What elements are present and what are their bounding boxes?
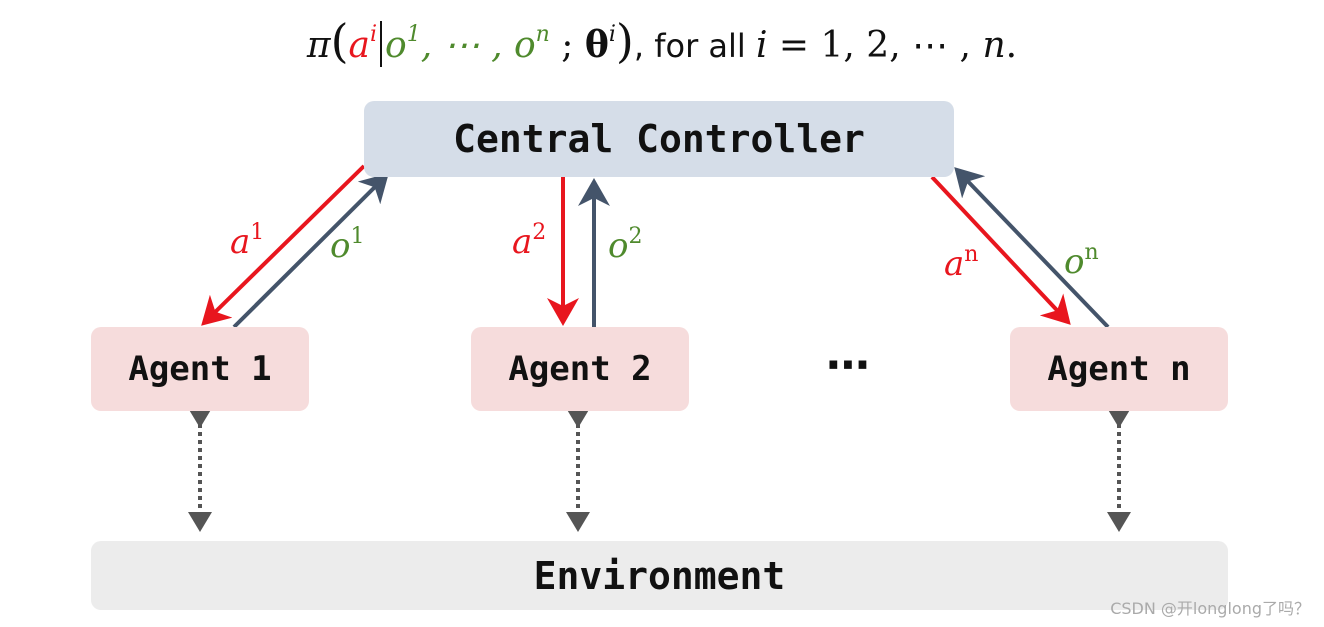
observation-arrow-agent-n (954, 167, 1110, 329)
formula-close-paren: ) (615, 14, 634, 68)
formula-theta: θi (584, 22, 616, 67)
observation-arrow-agent-1 (232, 173, 389, 329)
formula-semicolon: ; (549, 25, 585, 66)
agent-n-box: Agent n (1010, 327, 1228, 411)
formula-given-bar (380, 21, 383, 67)
central-controller-label: Central Controller (453, 117, 865, 161)
formula-i: i (755, 25, 768, 66)
action-label-agent-1: a1 (230, 220, 265, 263)
formula-for-all: , for all (633, 27, 756, 65)
agent-2-box: Agent 2 (471, 327, 689, 411)
observation-label-agent-2: o2 (608, 224, 643, 267)
agent-1-box: Agent 1 (91, 327, 309, 411)
agent-1-label: Agent 1 (128, 349, 272, 389)
agent-2-label: Agent 2 (508, 349, 652, 389)
formula-values: = 1, 2, ⋯ , (767, 25, 983, 66)
observation-label-agent-n: on (1064, 240, 1099, 283)
observation-label-agent-1: o1 (330, 224, 365, 267)
action-label-agent-2: a2 (512, 220, 547, 263)
formula-n: n (982, 25, 1006, 66)
action-arrow-agent-n (930, 175, 1071, 325)
formula-observations: o1, ⋯ , on (385, 22, 550, 67)
watermark: CSDN @开longlong了吗？ (1110, 599, 1310, 618)
agent-n-label: Agent n (1047, 349, 1191, 389)
environment-box: Environment (91, 541, 1228, 610)
action-label-agent-n: an (944, 242, 979, 285)
action-arrow-agent-1 (201, 164, 366, 326)
formula-period: . (1005, 25, 1018, 66)
formula-action: ai (348, 22, 378, 67)
formula-pi: π (306, 25, 331, 66)
agent-ellipsis: ⋯ (826, 340, 870, 391)
formula-open-paren: ( (330, 14, 349, 68)
environment-label: Environment (533, 553, 786, 598)
central-controller-box: Central Controller (364, 101, 954, 177)
